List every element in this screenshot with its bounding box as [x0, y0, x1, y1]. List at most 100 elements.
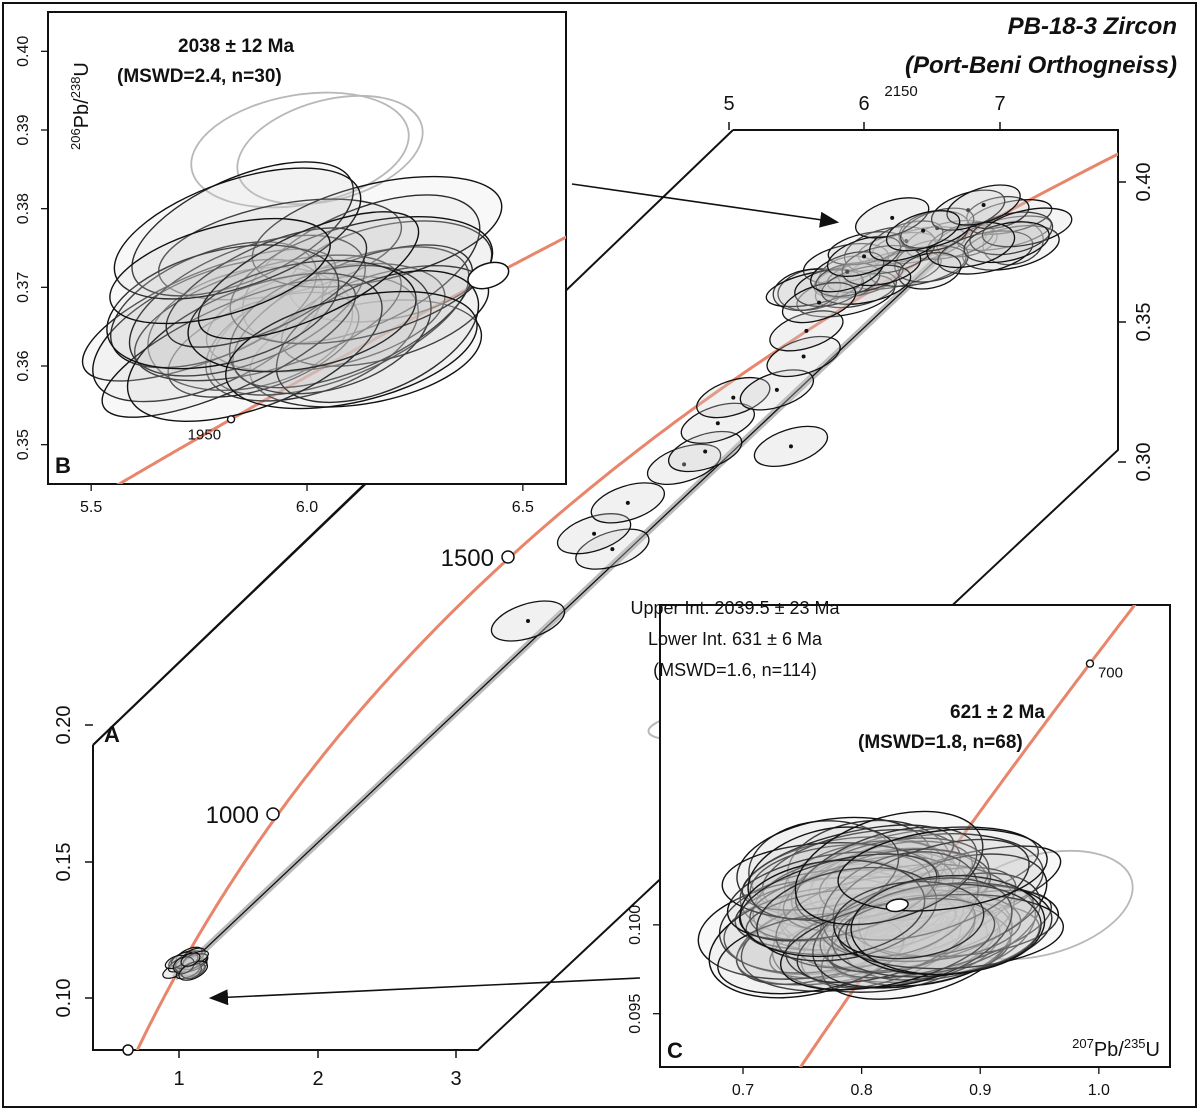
- panel-c-concordia: [798, 605, 1137, 1067]
- panel-c-mean-ellipse: [885, 898, 909, 913]
- panel-b-rejected-ellipse: [236, 94, 424, 206]
- panel-a-point: [904, 238, 909, 243]
- panel-b-ytick-label: 0.38: [15, 193, 32, 224]
- panel-c-label: C: [667, 1038, 683, 1063]
- panel-a-cluster-ellipse: [180, 952, 201, 967]
- panel-c-xtick-label: 0.7: [732, 1082, 754, 1099]
- panel-b-ytick-label: 0.39: [15, 114, 32, 145]
- panel-b-ylabel-mid: Pb/: [71, 98, 93, 128]
- panel-a-upper-ellipse: [827, 231, 905, 266]
- panel-a-point: [625, 500, 630, 505]
- panel-a-upper-ellipse: [821, 264, 912, 305]
- panel-a-point: [862, 254, 867, 259]
- panel-a-upper-ellipse: [898, 252, 962, 290]
- panel-a-label: A: [104, 722, 120, 747]
- panel-a-point: [801, 354, 806, 359]
- panel-a-cluster-ellipse: [182, 950, 209, 967]
- panel-c-ytick-label: 0.095: [627, 994, 644, 1034]
- panel-c-ellipse: [738, 853, 938, 942]
- panel-b-ellipse: [126, 272, 383, 423]
- panel-b-xtick-label: 5.5: [80, 499, 102, 516]
- panel-b-mean-ellipse: [467, 261, 510, 290]
- panel-a-xtick-top-label: 6: [858, 93, 869, 115]
- panel-a-ytick-right-label: 0.40: [1133, 163, 1155, 202]
- panel-c-xlabel-end: U: [1146, 1039, 1160, 1061]
- panel-c-xtick-label: 0.8: [851, 1082, 873, 1099]
- panel-a-ytick-right-label: 0.30: [1133, 443, 1155, 482]
- panel-c-xlabel-sup2: 235: [1124, 1036, 1146, 1051]
- arrow-to-panel-b-cluster: [571, 183, 840, 228]
- panel-a-ytick-right-label: 0.35: [1133, 303, 1155, 342]
- panel-c-xlabel: 207Pb/235U: [1072, 1036, 1160, 1061]
- panel-b-ylabel: 206Pb/238U: [68, 62, 93, 150]
- panel-c-age-label: 700: [1098, 665, 1123, 682]
- panel-a-xtick-top-label: 5: [723, 93, 734, 115]
- panel-c-mean: 621 ± 2 Ma: [950, 702, 1045, 723]
- panel-a-xtick-label: 3: [450, 1068, 461, 1090]
- panel-b-ellipse: [251, 175, 503, 288]
- panel-a-upper-ellipse: [962, 225, 1060, 271]
- panel-a-age-marker: [266, 807, 280, 821]
- panel-a-upper-ellipse: [963, 221, 1050, 264]
- panel-a-age-marker-origin: [122, 1044, 134, 1056]
- panel-a-point: [592, 531, 597, 536]
- panel-b-ellipse: [109, 217, 331, 325]
- panel-b-ylabel-sup1: 206: [68, 128, 83, 150]
- panel-b-plot-area: [81, 80, 876, 484]
- panel-b-ytick-label: 0.37: [15, 272, 32, 303]
- panel-a-discordia-line: [173, 239, 958, 979]
- panel-a-upper-ellipse: [937, 230, 1034, 275]
- panel-a-ytick-label: 0.15: [53, 843, 75, 882]
- panel-a-point: [966, 208, 971, 213]
- panel-a-xtick-label: 2: [312, 1068, 323, 1090]
- panel-b-ytick-label: 0.35: [15, 429, 32, 460]
- panel-a-point: [703, 449, 708, 454]
- panel-b-ylabel-sup2: 238: [68, 77, 83, 99]
- panel-c-plot-area: [697, 605, 1137, 1067]
- panel-c-stats: (MSWD=1.8, n=68): [858, 732, 1023, 753]
- panel-b-age-label: 2150: [884, 83, 917, 100]
- panel-a-point: [526, 619, 530, 623]
- panel-b-ellipse: [106, 244, 340, 370]
- panel-a-point: [981, 203, 986, 207]
- panel-b-age-label: 1950: [188, 426, 221, 443]
- panel-a-point: [817, 300, 822, 305]
- svg-text:206Pb/238U: 206Pb/238U: [68, 62, 93, 150]
- panel-b-concordia: [116, 235, 566, 484]
- panel-b-ylabel-end: U: [71, 62, 93, 76]
- panel-a-point: [731, 395, 736, 400]
- panel-a-point: [682, 462, 687, 467]
- panel-a-point: [715, 421, 720, 426]
- panel-c-ellipse: [739, 859, 926, 958]
- panel-a-age-marker: [501, 550, 515, 564]
- panel-a-ytick-label: 0.10: [53, 979, 75, 1018]
- panel-a-point: [890, 215, 895, 220]
- panel-b-ellipse: [187, 259, 417, 373]
- panel-c-xlabel-sup1: 207: [1072, 1036, 1094, 1051]
- panel-a-annotation-line2: Lower Int. 631 ± 6 Ma: [648, 629, 823, 649]
- panel-b-label: B: [55, 453, 71, 478]
- panel-c-xtick-label: 1.0: [1088, 1082, 1110, 1099]
- panel-c-ytick-label: 0.100: [627, 905, 644, 945]
- panel-b-age-marker: [226, 415, 236, 424]
- panel-b-ellipse: [225, 290, 478, 410]
- panel-b-xtick-label: 6.5: [512, 499, 534, 516]
- panel-c-ellipse: [837, 828, 1048, 912]
- panel-a-point: [774, 387, 779, 392]
- panel-b-ellipse: [113, 167, 362, 300]
- panel-b-stats: (MSWD=2.4, n=30): [117, 66, 282, 87]
- panel-b-ellipse: [275, 270, 480, 404]
- panel-a-age-label: 1000: [206, 802, 259, 829]
- arrow-to-panel-c-cluster: [208, 977, 641, 1006]
- panel-c-age-marker: [1085, 659, 1095, 668]
- panel-a-xtick-label: 1: [173, 1068, 184, 1090]
- panel-b-ellipse: [128, 234, 366, 377]
- panel-a-upper-ellipse: [926, 221, 1016, 269]
- panel-a-point: [921, 228, 926, 233]
- panel-b-age-marker: [869, 80, 876, 87]
